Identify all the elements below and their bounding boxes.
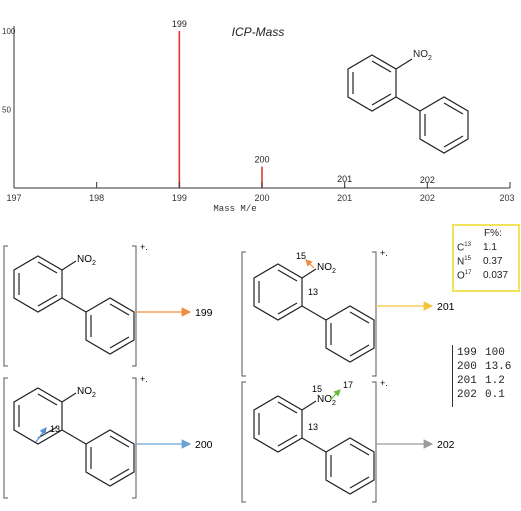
panel-199: +. NO2 199 xyxy=(3,242,213,367)
radical-cation-label: +. xyxy=(140,374,148,384)
nitro-label: NO2 xyxy=(77,386,96,399)
icp-mass-chart: ICP-Mass Mass M/e 199 200 201 202 197 198 199… xyxy=(0,0,521,216)
x-tick-label-199: 199 xyxy=(172,193,187,203)
panel-201: +. NO2 15 13 201 xyxy=(241,248,455,377)
isotope-scheme: +. NO2 199 +. NO2 15 13 201 +. NO2 xyxy=(0,216,521,506)
panel-202: +. NO2 15 17 13 202 xyxy=(241,378,455,503)
peak-label-202: 202 xyxy=(420,175,435,185)
radical-cation-label: +. xyxy=(380,248,388,258)
chart-svg: ICP-Mass Mass M/e 199 200 201 202 197 198 199… xyxy=(0,0,521,216)
isotope-label-13: 13 xyxy=(308,422,318,432)
abundance-summary: 199 100 200 13.6 201 1.2 202 0.1 xyxy=(452,345,519,407)
bracket-left xyxy=(3,245,8,367)
summary-abundance: 100 xyxy=(485,347,505,359)
peak-label-199: 199 xyxy=(172,19,187,29)
double-bond xyxy=(371,93,392,106)
bracket-left xyxy=(3,377,8,499)
bracket-right xyxy=(372,251,377,377)
isotope-value: 0.37 xyxy=(483,256,503,267)
summary-row: 200 13.6 xyxy=(457,361,519,375)
isotope-value: 1.1 xyxy=(483,242,497,253)
nitro-bond xyxy=(395,58,413,70)
double-bond xyxy=(371,60,392,73)
isotope-name: C13 xyxy=(457,242,471,254)
bracket-left xyxy=(241,381,246,503)
nitro-label: NO2 xyxy=(317,394,336,407)
isotope-arrow-17 xyxy=(329,389,341,401)
isotope-header: F%: xyxy=(484,228,502,239)
molecule-structure xyxy=(13,255,135,355)
tick-group: 197 198 199 200 201 202 203 100 50 xyxy=(2,27,515,203)
nitro-label: NO2 xyxy=(317,262,336,275)
summary-abundance: 0.1 xyxy=(485,389,505,401)
isotope-arrow-13 xyxy=(35,427,47,443)
radical-cation-label: +. xyxy=(380,378,388,388)
chart-title: ICP-Mass xyxy=(232,25,285,39)
summary-row: 199 100 xyxy=(457,347,519,361)
summary-mass: 200 xyxy=(457,361,477,373)
summary-abundance: 1.2 xyxy=(485,375,505,387)
summary-abundance: 13.6 xyxy=(485,361,512,373)
isotope-name: N15 xyxy=(457,256,471,268)
x-tick-label-201: 201 xyxy=(337,193,352,203)
peak-label-201: 201 xyxy=(337,174,352,184)
isotope-row-n15: N15 0.37 xyxy=(457,256,517,268)
bracket-right xyxy=(132,245,137,367)
x-tick-label-202: 202 xyxy=(420,193,435,203)
isotope-label-13: 13 xyxy=(50,424,60,434)
isotope-label-15: 15 xyxy=(296,251,306,261)
summary-mass: 199 xyxy=(457,347,477,359)
nitro-subscript: 2 xyxy=(428,55,432,62)
bracket-right xyxy=(132,377,137,499)
summary-mass: 202 xyxy=(457,389,477,401)
benzene-ring-b xyxy=(419,96,469,154)
result-199: 199 xyxy=(195,307,213,319)
ring-link-bond xyxy=(395,96,421,112)
y-tick-label-100: 100 xyxy=(2,27,16,36)
isotope-label-13: 13 xyxy=(308,287,318,297)
x-axis-label: Mass M/e xyxy=(213,204,256,214)
molecule-structure xyxy=(13,387,135,487)
isotope-value: 0.037 xyxy=(483,270,509,281)
summary-row: 202 0.1 xyxy=(457,389,519,403)
nitro-group-text: NO xyxy=(413,49,428,60)
isotope-name: O17 xyxy=(457,270,472,282)
isotope-row-o17: O17 0.037 xyxy=(457,270,517,282)
isotope-abundance-box: F%: C13 1.1 N15 0.37 O17 0.037 xyxy=(452,224,520,292)
scheme-svg: +. NO2 199 +. NO2 15 13 201 +. NO2 xyxy=(3,242,455,503)
panel-200: +. NO2 13 200 xyxy=(3,374,213,499)
nitro-label: NO2 xyxy=(413,49,432,62)
isotope-row-c13: C13 1.1 xyxy=(457,242,517,254)
isotope-arrow-15 xyxy=(305,259,315,269)
chart-background xyxy=(0,0,521,216)
result-201: 201 xyxy=(437,301,455,313)
x-tick-label-200: 200 xyxy=(254,193,269,203)
y-tick-label-50: 50 xyxy=(2,106,11,115)
x-tick-label-203: 203 xyxy=(499,193,514,203)
isotope-label-17: 17 xyxy=(343,380,353,390)
radical-cation-label: +. xyxy=(140,242,148,252)
result-202: 202 xyxy=(437,439,455,451)
nitro-label: NO2 xyxy=(77,254,96,267)
peak-label-200: 200 xyxy=(254,155,269,165)
molecule-structure xyxy=(253,263,375,363)
summary-mass: 201 xyxy=(457,375,477,387)
summary-row: 201 1.2 xyxy=(457,375,519,389)
result-200: 200 xyxy=(195,439,213,451)
double-bond xyxy=(443,135,464,148)
isotope-label-15: 15 xyxy=(312,384,322,394)
x-tick-label-198: 198 xyxy=(89,193,104,203)
bracket-left xyxy=(241,251,246,377)
x-tick-label-197: 197 xyxy=(6,193,21,203)
chart-molecule xyxy=(347,54,469,154)
double-bond xyxy=(443,102,464,115)
bracket-right xyxy=(372,381,377,503)
molecule-structure xyxy=(253,395,375,495)
